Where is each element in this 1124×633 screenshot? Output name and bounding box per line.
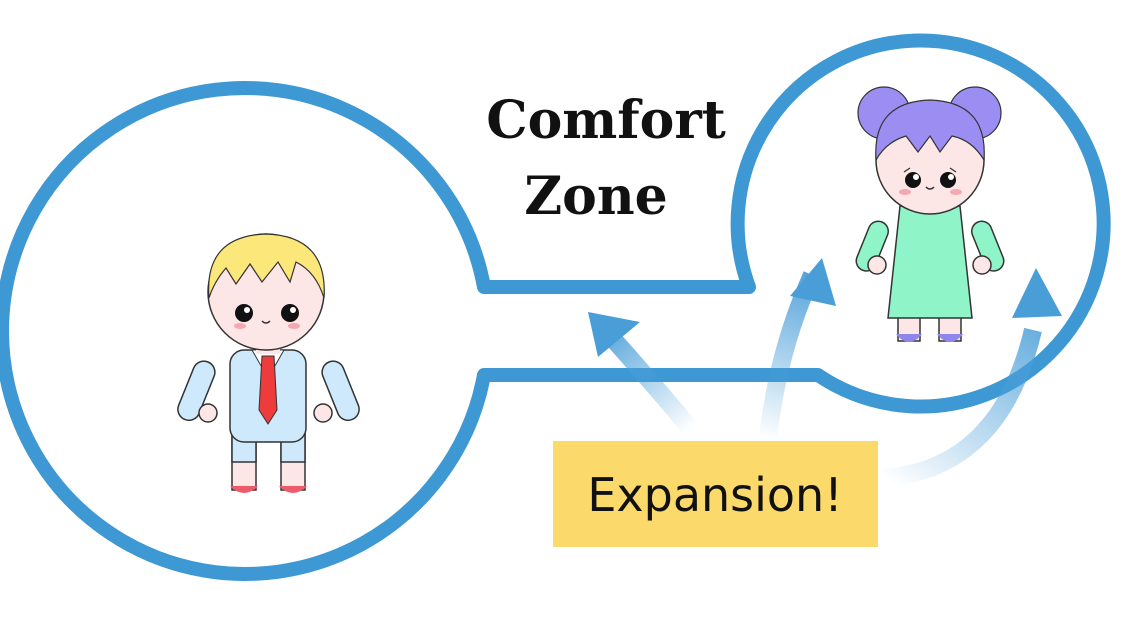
title-line-2: Zone (524, 166, 668, 227)
title-line-1: Comfort (486, 90, 726, 151)
comfort-zone-outline (0, 33, 1111, 581)
callout-label: Expansion! (587, 468, 842, 522)
girl-icon (855, 86, 1005, 342)
page-title: Comfort Zone (486, 90, 726, 227)
expansion-callout: Expansion! (553, 441, 878, 547)
boy-icon (177, 233, 360, 493)
arrow-right (881, 268, 1062, 487)
arrow-middle (759, 258, 836, 440)
expansion-arrows (588, 258, 1062, 487)
arrow-left (588, 312, 697, 434)
callout-box (553, 441, 878, 547)
